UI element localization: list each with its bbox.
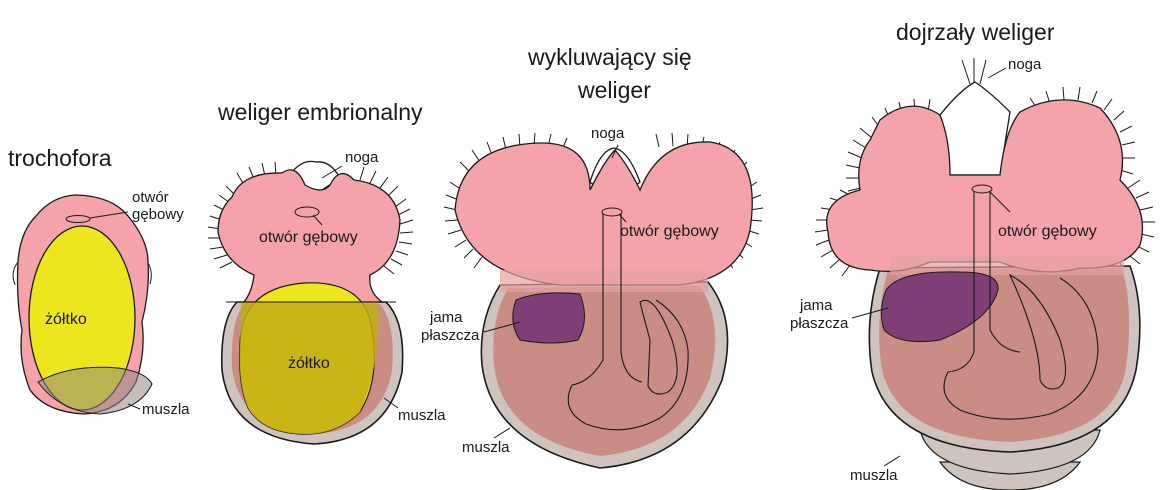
hatching-veliger-velum-blend: [500, 270, 708, 292]
mature-veliger-mantle-label-line2: płaszcza: [790, 315, 849, 332]
embryonic-veliger-shell-label: muszla: [398, 407, 446, 424]
mature-veliger-foot: [940, 82, 1010, 175]
embryonic-veliger-yolk-label: żółtko: [288, 355, 330, 372]
mature-veliger-shell-leader: [884, 456, 900, 466]
trochophore-mouth: [66, 216, 90, 223]
hatching-veliger-foot-label: noga: [591, 125, 625, 142]
hatching-veliger-shell-label: muszla: [462, 439, 510, 456]
hatching-veliger-mouth-label: otwór gębowy: [620, 223, 719, 240]
hatching-veliger-mouth: [602, 208, 622, 216]
embryonic-veliger-mouth: [295, 207, 319, 217]
mature-veliger-mantle-label-line1: jama: [799, 297, 833, 314]
trochophore-yolk-label: żółtko: [45, 311, 87, 328]
trochophore-mouth-label-line2: gębowy: [132, 206, 184, 223]
hatching-veliger-mantle-label-line2: płaszcza: [421, 327, 480, 344]
mature-veliger-foot-leader: [988, 68, 1006, 78]
embryonic-veliger-foot-label: noga: [345, 149, 379, 166]
embryonic-veliger-mouth-label: otwór gębowy: [259, 229, 358, 246]
hatching-veliger-stage: wykluwający się weliger noga: [421, 44, 763, 468]
mature-veliger-title: dojrzały weliger: [896, 19, 1055, 45]
trochophore-shell-label: muszla: [142, 401, 190, 418]
embryonic-veliger-title: weliger embrionalny: [217, 99, 423, 125]
trochophore-title: trochofora: [8, 145, 112, 171]
hatching-veliger-mantle-cavity: [513, 293, 585, 343]
mature-veliger-foot-tip: [962, 58, 986, 84]
mature-veliger-mouth-label: otwór gębowy: [998, 223, 1097, 240]
trochophore-mouth-label-line1: otwór: [132, 189, 169, 206]
mature-veliger-stage: dojrzały weliger: [790, 19, 1155, 490]
embryonic-veliger-stage: weliger embrionalny noga otwór gębowy żó…: [208, 99, 446, 444]
hatching-veliger-mantle-label-line1: jama: [429, 309, 463, 326]
mature-veliger-foot-label: noga: [1008, 56, 1042, 73]
mature-veliger-mouth: [972, 185, 992, 193]
hatching-veliger-title-line1: wykluwający się: [527, 44, 692, 70]
trochophore-stage: trochofora otwór gębowy żółtko muszla: [8, 145, 190, 418]
mature-veliger-shell-label: muszla: [850, 467, 898, 484]
hatching-veliger-title-line2: weliger: [577, 77, 651, 103]
mature-veliger-velum-blend: [890, 255, 1124, 275]
hatching-veliger-shell-leader: [494, 428, 510, 438]
